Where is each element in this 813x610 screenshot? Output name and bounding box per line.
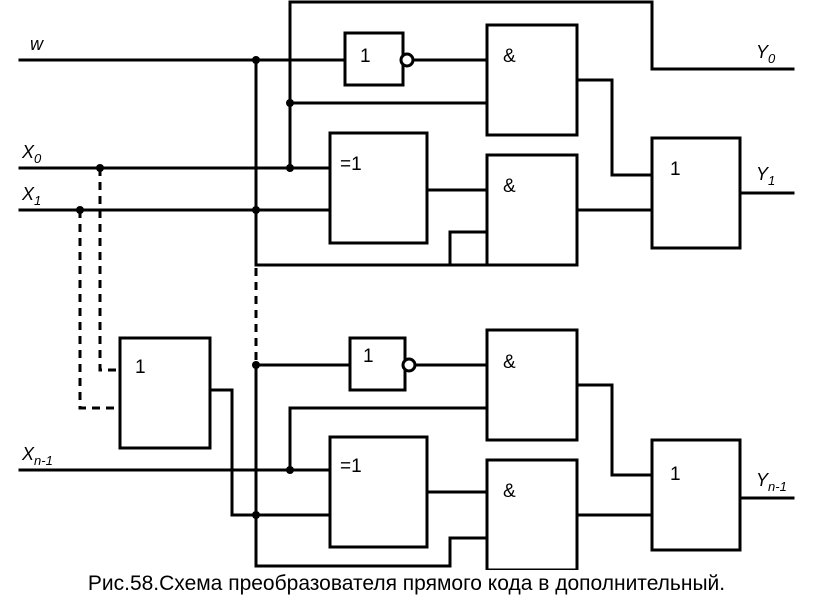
xor-gate-top-label: =1 xyxy=(340,154,362,175)
and-gate-top-1-label: & xyxy=(503,46,516,67)
or-gate-bottom: 1 xyxy=(650,438,742,552)
not-gate-bottom: 1 xyxy=(348,336,417,392)
input-x1-label: X1 xyxy=(21,184,41,208)
and-gate-top-2-label: & xyxy=(503,176,516,197)
or-gate-middle: 1 xyxy=(118,336,212,450)
xor-gate-top: =1 xyxy=(328,131,429,245)
dashed-continuations xyxy=(78,168,258,410)
wires-bottom xyxy=(18,363,795,568)
input-xn1-label: Xn-1 xyxy=(21,444,53,468)
and-gate-bottom-2: & xyxy=(485,458,579,570)
figure-caption: Рис.58.Схема преобразователя прямого код… xyxy=(87,572,726,595)
or-gate-bottom-label: 1 xyxy=(670,464,681,485)
junctions xyxy=(76,56,294,519)
not-gate-bottom-label: 1 xyxy=(363,346,374,367)
xor-gate-bottom: =1 xyxy=(328,435,429,549)
and-gate-bottom-1: & xyxy=(485,328,579,442)
or-gate-middle-label: 1 xyxy=(135,357,146,378)
or-gate-top: 1 xyxy=(650,136,742,250)
and-gate-bottom-1-label: & xyxy=(503,352,516,373)
output-y1-label: Y1 xyxy=(756,164,775,188)
output-y0-label: Y0 xyxy=(756,42,776,66)
and-gate-top-1: & xyxy=(485,23,579,137)
not-gate-top: 1 xyxy=(343,31,415,87)
not-gate-top-label: 1 xyxy=(360,46,371,67)
wires-top xyxy=(18,0,795,267)
and-gate-top-2: & xyxy=(485,153,579,267)
input-w-label: w xyxy=(30,34,44,54)
input-x0-label: X0 xyxy=(21,142,42,166)
output-yn1-label: Yn-1 xyxy=(756,470,787,494)
circuit-diagram: 1 & =1 & 1 1 1 & =1 & 1 w xyxy=(18,0,795,570)
or-gate-top-label: 1 xyxy=(670,159,681,180)
xor-gate-bottom-label: =1 xyxy=(340,456,362,477)
and-gate-bottom-2-label: & xyxy=(503,481,516,502)
